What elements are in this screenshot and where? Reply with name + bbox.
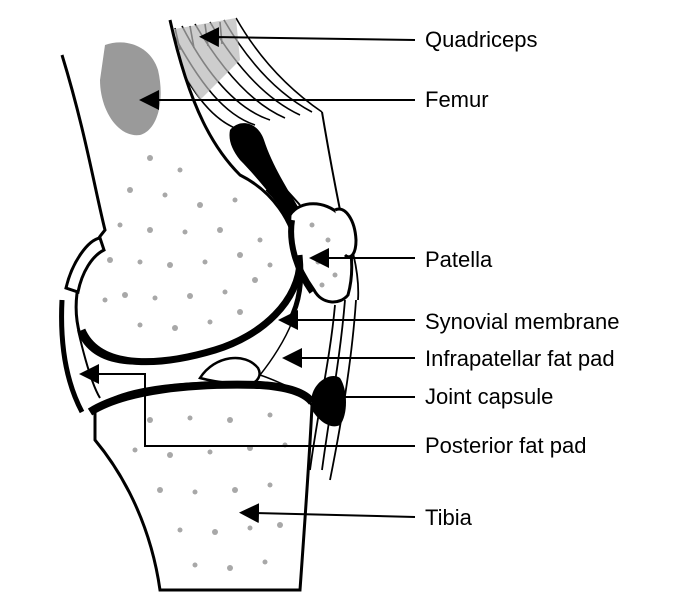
leader-quadriceps <box>215 37 415 40</box>
label-infrapatellar-fat-pad: Infrapatellar fat pad <box>425 346 615 372</box>
label-posterior-fat-pad: Posterior fat pad <box>425 433 586 459</box>
label-quadriceps: Quadriceps <box>425 27 538 53</box>
label-joint-capsule: Joint capsule <box>425 384 553 410</box>
label-tibia: Tibia <box>425 505 472 531</box>
femur-bone <box>62 20 298 363</box>
label-patella: Patella <box>425 247 492 273</box>
label-femur: Femur <box>425 87 489 113</box>
label-synovial-membrane: Synovial membrane <box>425 309 619 335</box>
meniscus <box>200 358 260 384</box>
tibia-bone <box>95 383 312 590</box>
